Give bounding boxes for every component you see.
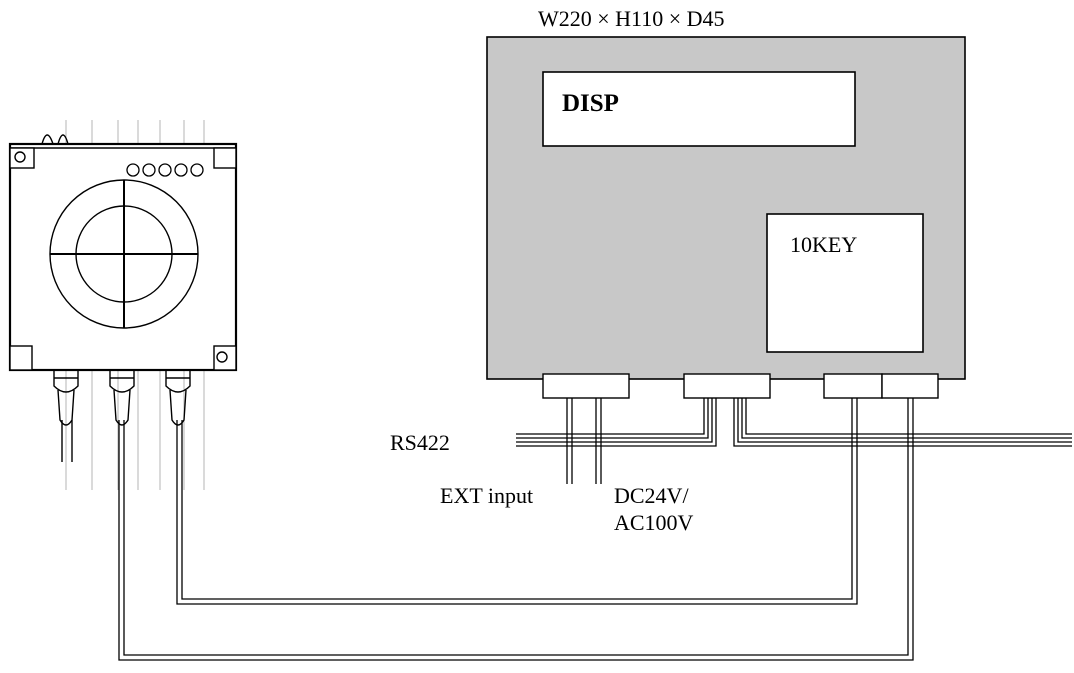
sensor-cable-a: [176, 398, 858, 605]
indicator-led-icon: [174, 163, 188, 177]
connector-ext-power: [542, 373, 630, 399]
sensor-coil-icon: [41, 134, 69, 145]
connector-rs422: [683, 373, 771, 399]
indicator-led-icon: [126, 163, 140, 177]
rs422-wire-left: [516, 398, 717, 447]
sensor-indicators: [126, 163, 204, 177]
power-label-line1: DC24V/: [614, 483, 689, 508]
sensor-corner-mount-bl: [9, 345, 33, 371]
connector-sensor-b: [881, 373, 939, 399]
wiring: [118, 398, 1072, 661]
rs422-wire-right: [733, 398, 1072, 447]
indicator-led-icon: [190, 163, 204, 177]
ext-input-wire: [566, 398, 573, 484]
controller-dimensions: W220 × H110 × D45: [538, 6, 725, 31]
display-label: DISP: [562, 90, 619, 117]
indicator-led-icon: [158, 163, 172, 177]
mount-hole-icon: [216, 351, 228, 363]
sensor-corner-mount-tr: [213, 147, 237, 169]
ext-input-label: EXT input: [440, 483, 533, 508]
display-panel: [542, 71, 856, 147]
sensor-cable-tails: [61, 420, 73, 462]
power-wire: [595, 398, 602, 484]
sensor-cable-glands: [53, 369, 191, 426]
sensor-corner-mount-tl: [9, 147, 35, 169]
indicator-led-icon: [142, 163, 156, 177]
power-label-line2: AC100V: [614, 510, 694, 535]
keypad-label: 10KEY: [790, 232, 857, 257]
sensor-unit: [8, 120, 238, 490]
rs422-label: RS422: [390, 430, 450, 455]
keypad-panel: [766, 213, 924, 353]
controller-unit: W220 × H110 × D45 DISP 10KEY: [486, 6, 966, 399]
mount-hole-icon: [14, 151, 26, 163]
connector-sensor-a: [823, 373, 883, 399]
sensor-cable-b: [118, 398, 914, 661]
